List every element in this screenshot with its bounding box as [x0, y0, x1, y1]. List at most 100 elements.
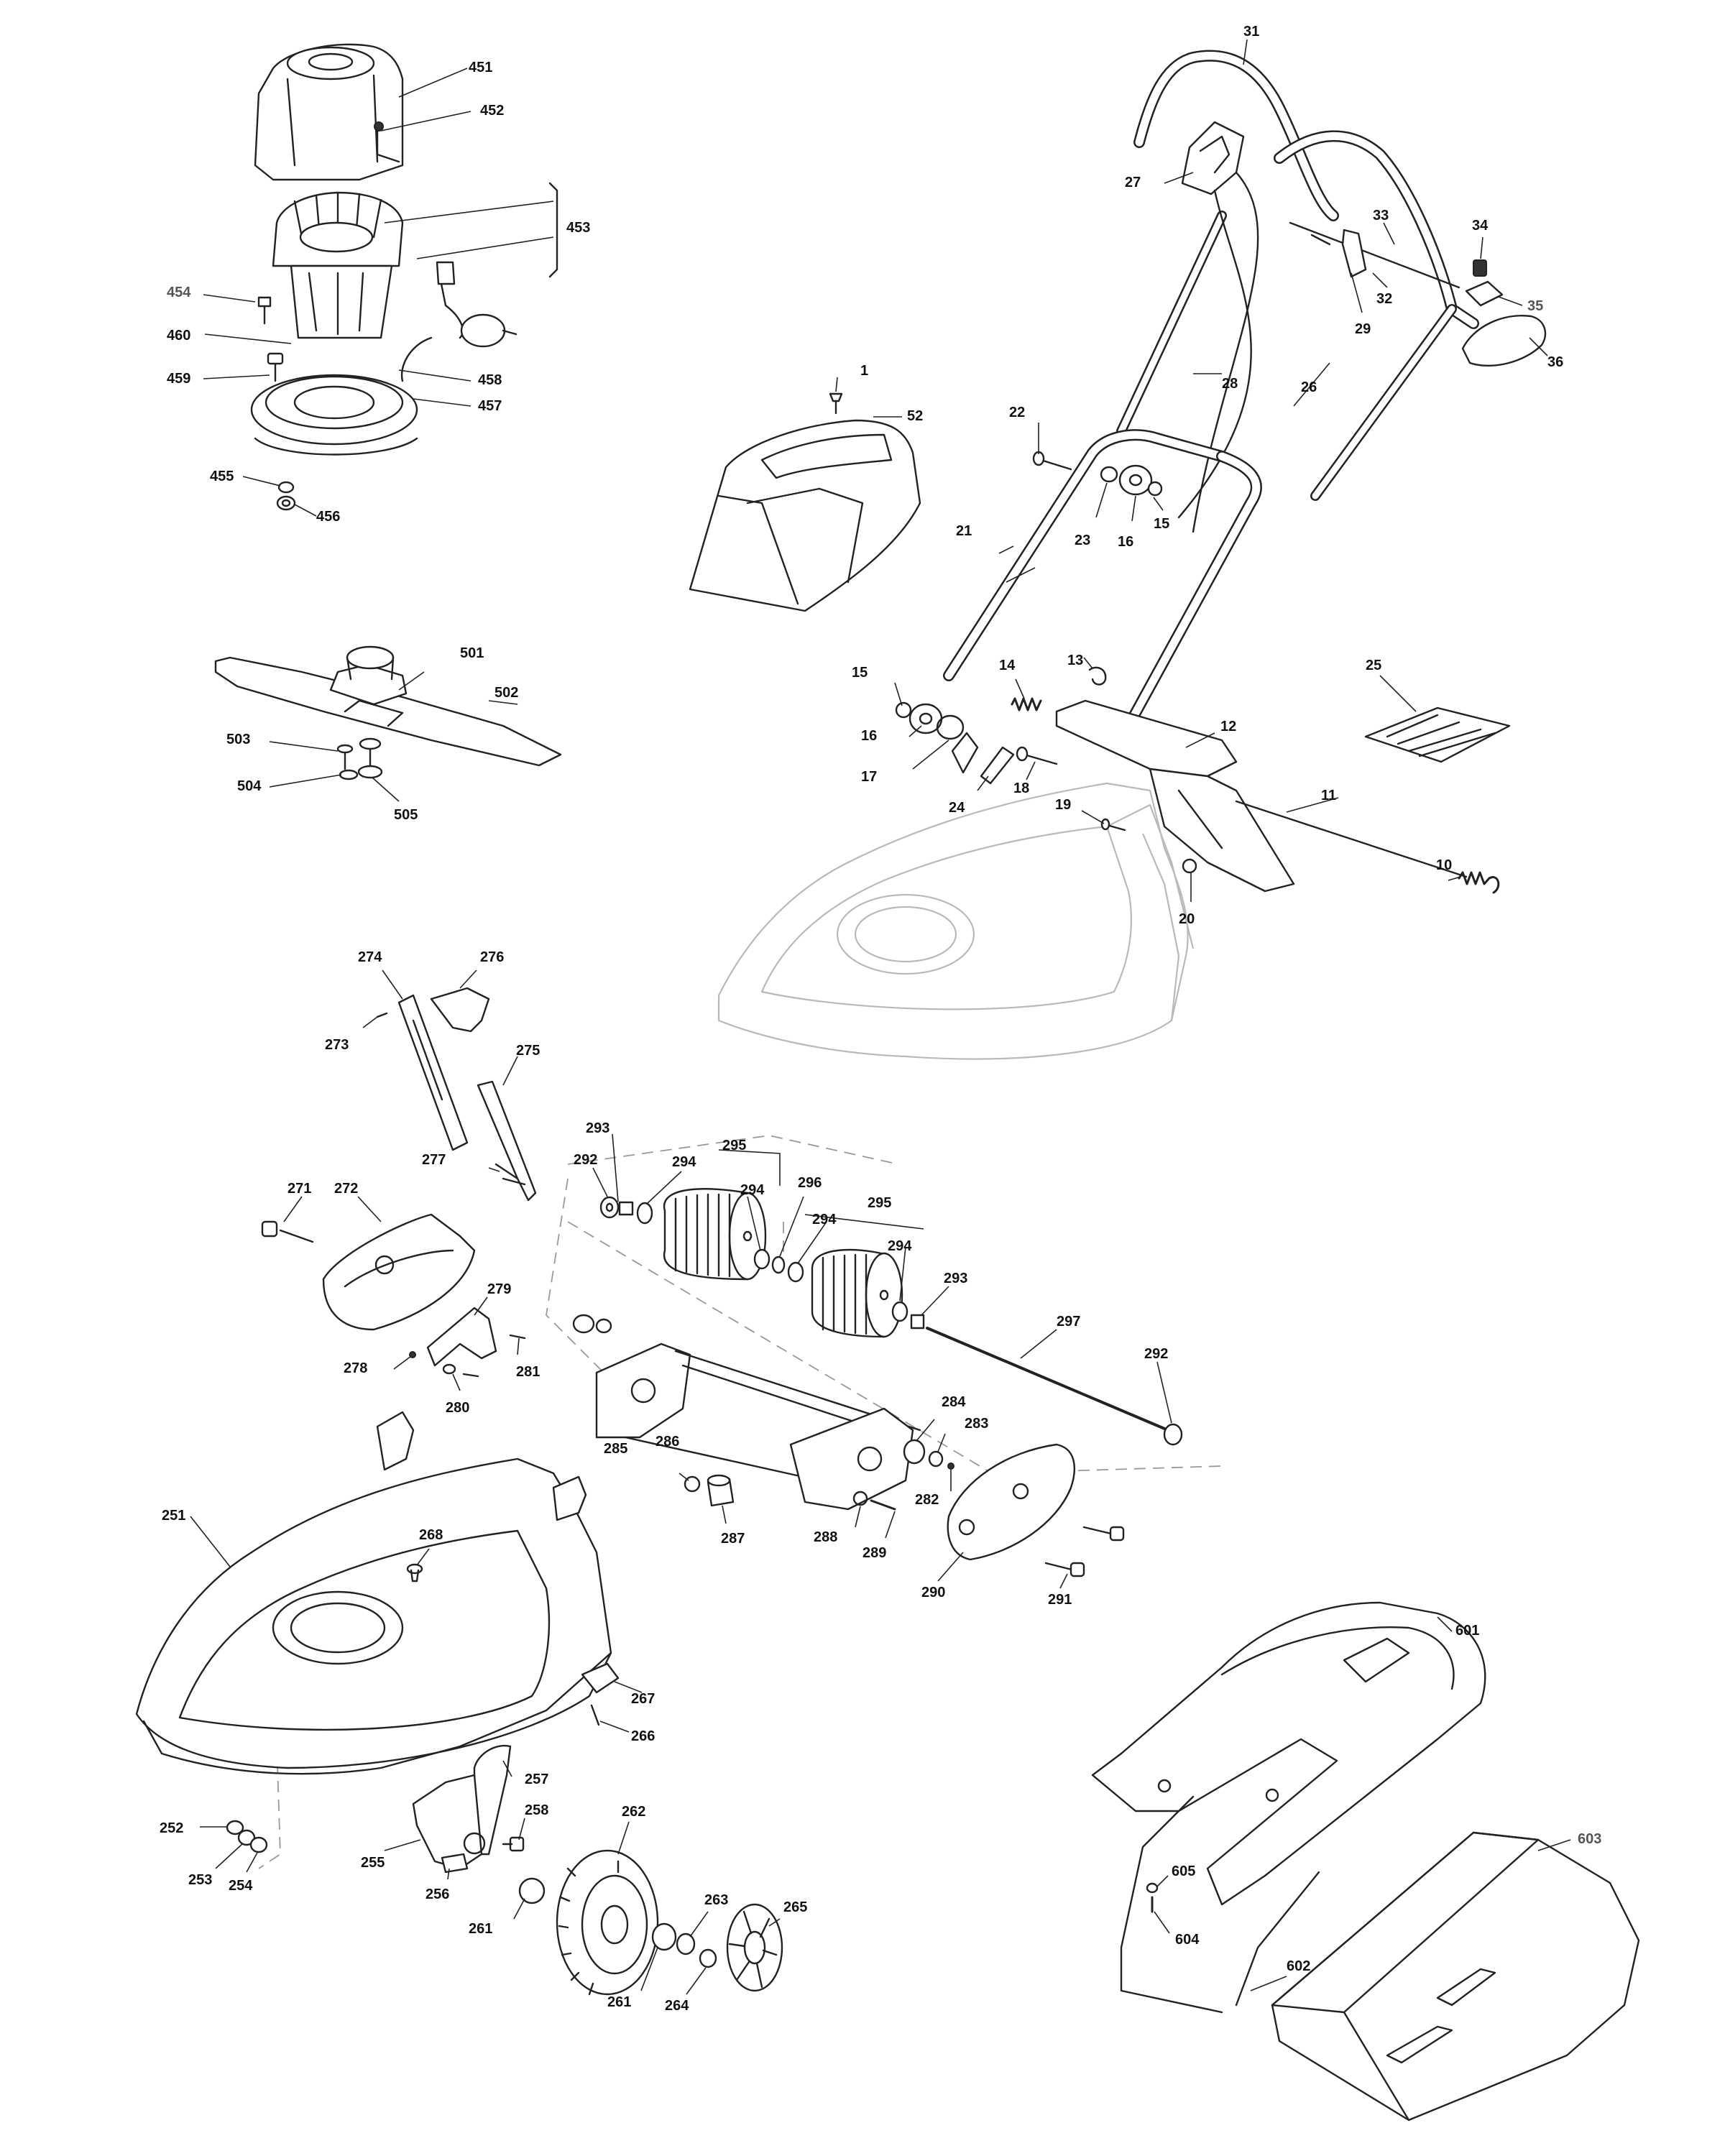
callout-290: 290 [921, 1585, 945, 1600]
roller-frame-285 [595, 1342, 921, 1511]
nut-456 [276, 495, 296, 511]
washer-254 [249, 1836, 268, 1853]
bolt-22 [1032, 451, 1072, 471]
callout-456: 456 [316, 509, 340, 525]
callout-288: 288 [814, 1529, 837, 1545]
callout-26: 26 [1301, 379, 1317, 395]
link-24 [980, 746, 1015, 785]
bolt-291b [1044, 1562, 1085, 1577]
callout-265: 265 [783, 1899, 807, 1915]
crossbar-32 [1289, 221, 1460, 289]
callout-16-lower: 16 [861, 728, 877, 744]
nut-20 [1182, 858, 1197, 874]
callout-264: 264 [665, 1998, 689, 2014]
shaft-297 [926, 1327, 1169, 1432]
callout-261-lower: 261 [607, 1994, 631, 2010]
callout-453: 453 [566, 220, 590, 236]
motor-cover-451 [254, 43, 404, 181]
washer-283 [928, 1450, 944, 1468]
side-cover-290 [947, 1443, 1076, 1561]
callout-28: 28 [1222, 376, 1238, 392]
callout-19: 19 [1055, 797, 1071, 813]
callout-258: 258 [525, 1802, 548, 1818]
knob-36 [1461, 315, 1547, 367]
callout-295-upper: 295 [722, 1138, 746, 1153]
nut-15-upper [1147, 481, 1163, 497]
bushing-284 [903, 1439, 926, 1465]
lever-274 [397, 994, 469, 1151]
bracket-255 [412, 1774, 486, 1870]
wire-frame-602b [1235, 1871, 1320, 2007]
callout-276: 276 [480, 949, 504, 965]
callout-32: 32 [1376, 291, 1392, 307]
bolt-291a [1082, 1526, 1125, 1542]
callout-278: 278 [344, 1360, 367, 1376]
callout-273: 273 [325, 1037, 349, 1053]
blade-adapter-501 [329, 645, 408, 706]
washer-504 [339, 769, 359, 780]
callout-604: 604 [1175, 1932, 1200, 1948]
callout-280: 280 [446, 1400, 469, 1416]
bolt-505 [357, 737, 383, 779]
bolt-503 [336, 744, 354, 770]
pin-282 [947, 1462, 954, 1470]
deck-ghost-outline [717, 782, 1195, 1060]
washer-280 [442, 1363, 456, 1375]
callout-52: 52 [907, 408, 923, 424]
callout-292-right: 292 [1144, 1346, 1168, 1362]
bolt-18 [1016, 746, 1058, 765]
bracket-279 [426, 1307, 497, 1367]
callout-274: 274 [358, 949, 382, 965]
callout-34: 34 [1472, 218, 1489, 234]
washer-253 [237, 1829, 256, 1846]
cable-clip-29 [1341, 229, 1367, 278]
bolt-258 [502, 1836, 525, 1852]
callout-601: 601 [1455, 1623, 1479, 1639]
wire-frame-602a [1120, 1795, 1223, 2014]
callout-286: 286 [656, 1434, 679, 1450]
callout-29: 29 [1355, 321, 1371, 337]
knob-16-upper [1118, 464, 1153, 496]
pin-268 [406, 1563, 423, 1583]
bearing-294b [753, 1248, 770, 1270]
bracket-17 [951, 732, 979, 774]
screw-1 [829, 392, 843, 415]
callout-257: 257 [525, 1772, 548, 1787]
deck-251 [135, 1411, 612, 1775]
callout-505: 505 [394, 807, 418, 823]
callout-457: 457 [478, 398, 502, 414]
callout-287: 287 [721, 1531, 745, 1547]
callout-15-lower: 15 [852, 665, 868, 681]
callout-33: 33 [1373, 208, 1389, 224]
callout-454: 454 [167, 285, 191, 300]
callout-292-left: 292 [574, 1152, 597, 1168]
callout-603: 603 [1578, 1831, 1601, 1847]
callout-12: 12 [1220, 719, 1236, 734]
switch-box-27 [1181, 121, 1245, 195]
callout-602: 602 [1287, 1958, 1310, 1974]
callout-252: 252 [160, 1820, 183, 1836]
clip-13 [1088, 666, 1107, 686]
washer-263 [676, 1932, 696, 1955]
cover-screw-452 [374, 121, 400, 163]
callout-21: 21 [956, 523, 972, 539]
callout-35: 35 [1527, 298, 1543, 314]
callout-503: 503 [226, 732, 250, 747]
knob-16-lower [908, 703, 943, 734]
callout-279: 279 [487, 1281, 511, 1297]
lever-257 [473, 1744, 512, 1856]
callout-labels: 451 452 453 454 460 459 458 457 455 456 … [160, 24, 1601, 2014]
callout-10: 10 [1436, 857, 1452, 873]
grip-276 [430, 987, 490, 1033]
callout-281: 281 [516, 1364, 540, 1380]
callout-452: 452 [480, 103, 504, 119]
spring-14 [1011, 697, 1042, 711]
pin-33 [1310, 234, 1331, 246]
callout-11: 11 [1321, 788, 1336, 803]
callout-15-upper: 15 [1154, 516, 1169, 532]
callout-24: 24 [949, 800, 965, 816]
bearing-261b [651, 1922, 677, 1951]
leader-lines [190, 39, 1571, 1995]
spacer-287 [707, 1474, 735, 1507]
washer-605 [1146, 1882, 1159, 1894]
